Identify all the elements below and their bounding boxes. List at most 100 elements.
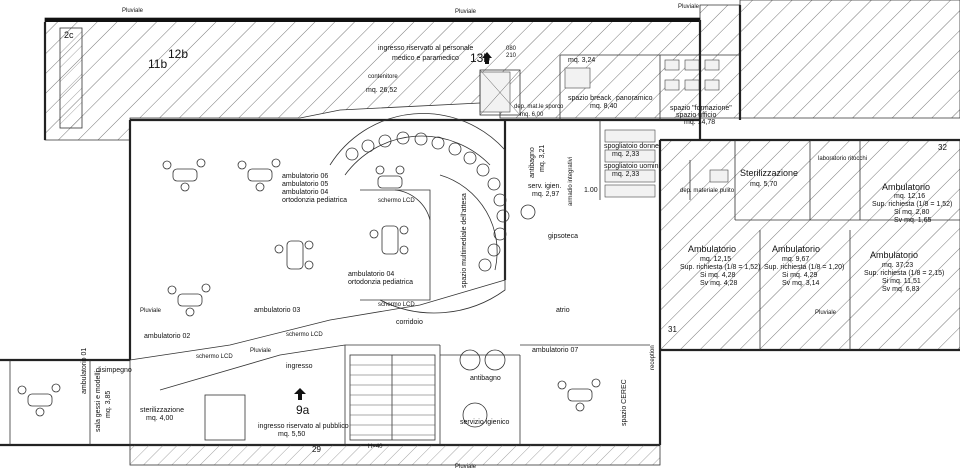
label-ambulatorio-01: ambulatorio 01 [81,348,88,394]
dental-chairs [17,158,601,417]
label-mq-3-24: mq. 3,24 [568,57,595,64]
labels: Pluviale Pluviale Pluviale Pluviale Pluv… [64,4,952,470]
label-ingresso: ingresso [286,363,313,370]
label-spogliatoio-donne-mq: mq. 2,33 [612,151,639,158]
label-amb-c-sup: Sup. richiesta (1/8 = 2,15) [864,270,944,277]
label-amb-a-title: Ambulatorio [688,244,736,254]
label-sterilizzazione-2: sterilizzazione [140,407,184,414]
label-ortodonzia-2: ortodonzia pediatrica [348,279,413,286]
label-antibagno-2: antibagno [470,375,501,382]
label-serv-igien: serv. igien. [528,183,561,190]
label-ambulatorio-05: ambulatorio 05 [282,181,328,188]
label-dim-210: 210 [506,53,517,59]
label-ingresso-pubblico-mq: mq. 5,50 [278,431,305,438]
label-sala-gessi-mq: mq. 3,85 [105,391,112,418]
label-spazio-break: spazio breack [568,95,612,102]
label-gipsoteca: gipsoteca [548,233,578,240]
lift-shaft [204,69,521,441]
label-spogliatoio-uomini: spogliatoio uomini [604,163,660,170]
label-lab-ritocchi: laboratorio ritocchi [818,156,867,162]
label-antibagno-mq: mq. 3,21 [539,145,546,172]
label-sterilizzazione: Sterilizzazione [740,168,798,178]
label-dep-mat-sporco: dep. mat.le sporco [514,104,564,110]
label-sala-gessi: sala gessi e modelli [95,370,102,432]
label-ambulatorio-02: ambulatorio 02 [144,333,190,340]
entrance-arrows [294,52,492,400]
label-disimpegno: disimpegno [96,367,132,374]
label-ingresso-pubblico: ingresso riservato al pubblico [258,423,349,430]
label-amb-right-mq: mq. 12,16 [894,193,925,200]
seats-ring [345,131,510,272]
label-room-2c: 2c [64,30,74,40]
label-spazio-formazione-mq: mq. 14,78 [684,119,715,126]
label-ortodonzia-1: ortodonzia pediatrica [282,197,347,204]
label-spazio-multimediale: spazio multimediale dell'attesa [461,193,468,288]
label-room-9a: 9a [296,403,310,417]
label-ambulatorio-06: ambulatorio 06 [282,173,328,180]
sanitary-fixtures [459,204,536,428]
label-dep-mat-sporco-mq: mq. 6,00 [520,112,544,118]
label-spogliatoio-donne: spogliatoio donne [604,143,659,150]
label-amb-right-sv: Sv mq. 1,65 [894,217,931,224]
label-ingresso-personale-2: medico e paramedico [392,55,459,62]
label-amb-c-si: Si mq. 11,51 [882,278,921,285]
label-schermo-lcd-2: schermo LCD [378,302,415,308]
label-amb-b-si: Si mq. 4,29 [782,272,818,279]
label-schermo-lcd-4: schermo LCD [196,354,233,360]
label-ingresso-personale-mq: mq. 26,52 [366,87,397,94]
label-amb-a-sup: Sup. richiesta (1/8 = 1,52) [680,264,760,271]
label-amb-right-sup: Sup. richiesta (1/8 = 1,52) [872,201,952,208]
label-pluviale-top-mid: Pluviale [455,9,477,15]
label-contenitore: contenitore [368,74,398,80]
label-spogliatoio-uomini-mq: mq. 2,33 [612,171,639,178]
label-servizio-igienico: servizio igienico [460,419,510,426]
label-ambulatorio-04: ambulatorio 04 [282,189,328,196]
corridor-walls [129,279,506,391]
label-amb-right-title: Ambulatorio [882,182,930,192]
label-sterilizzazione-2-mq: mq. 4,00 [146,415,173,422]
label-room-12b: 12b [168,47,188,61]
label-ambulatorio-07: ambulatorio 07 [532,347,578,354]
label-antibagno-1: antibagno [529,147,536,178]
label-panoramico: panoramico [616,95,653,102]
label-ingresso-personale-1: ingresso riservato al personale [378,45,473,52]
exterior-band-top [44,0,960,141]
label-pluviale-bottom: Pluviale [455,464,477,470]
label-h: H=40 [368,444,383,450]
staircase [349,354,436,441]
label-amb-b-mq: mq. 9,67 [782,256,809,263]
label-spazio-formazione-1: spazio "formazione" [670,105,732,112]
label-schermo-lcd-1: schermo LCD [378,198,415,204]
label-amb-a-si: Si mq. 4,28 [700,272,736,279]
exterior-band-bottom [129,444,661,466]
label-amb-right-si: Si mq. 2,80 [894,209,930,216]
label-reception: reception [650,345,656,370]
label-pluviale-left: Pluviale [140,308,162,314]
label-pluviale-right: Pluviale [815,310,837,316]
label-amb-c-sv: Sv mq. 6,83 [882,286,919,293]
label-amb-b-sv: Sv mq. 3,14 [782,280,819,287]
label-amb-c-mq: mq. 37,23 [882,262,913,269]
label-num-29: 29 [312,445,321,454]
label-atrio: atrio [556,307,570,314]
label-ambulatorio-03: ambulatorio 03 [254,307,300,314]
label-spazio-cerec: spazio CEREC [621,379,628,426]
label-ambulatorio-04b: ambulatorio 04 [348,271,394,278]
label-serv-igien-mq: mq. 2,97 [532,191,559,198]
label-spazio-formazione-2: spazio ufficio [676,112,716,119]
label-room-13b: 13b [470,51,490,65]
label-schermo-lcd-3: schermo LCD [286,332,323,338]
label-pluviale-mid: Pluviale [250,348,272,354]
label-pluviale-top-right: Pluviale [678,4,700,10]
label-pluviale-top-left: Pluviale [122,8,144,14]
label-num-31: 31 [668,325,677,334]
lockers [479,59,729,198]
label-sterilizzazione-mq: mq. 5,70 [750,181,777,188]
label-amb-a-mq: mq. 12,15 [700,256,731,263]
label-amb-c-title: Ambulatorio [870,250,918,260]
label-spazio-break-mq: mq. 8,40 [590,103,617,110]
label-amb-b-title: Ambulatorio [772,244,820,254]
exterior-band-left [59,27,83,129]
label-dim-1-00: 1.00 [584,187,598,194]
